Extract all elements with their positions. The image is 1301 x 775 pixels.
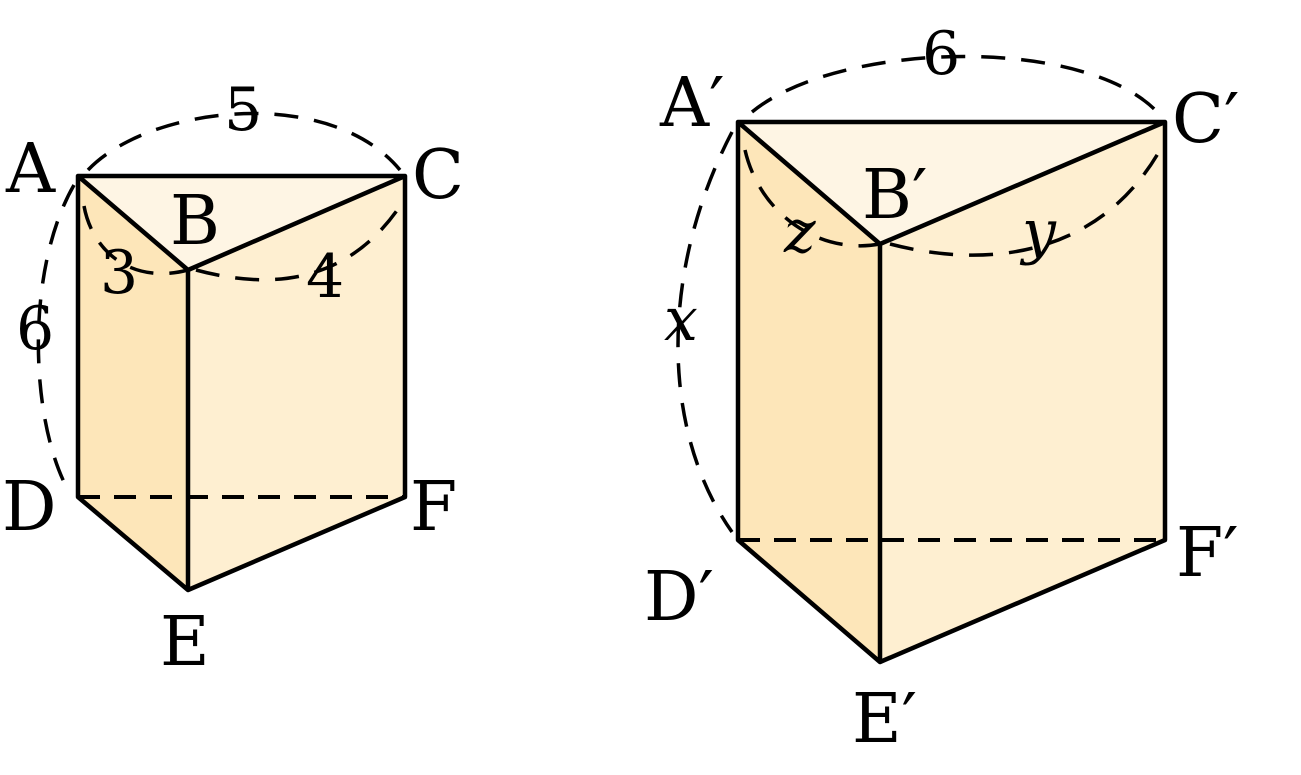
prism-left-arc-ad <box>36 184 76 491</box>
prism-left-vertex-d: D <box>2 468 57 547</box>
prism-left-vertex-a: A <box>5 130 56 209</box>
prism-left-measure-bc: 4 <box>306 242 344 312</box>
prism-right-vertex-e: E′ <box>852 680 917 759</box>
prism-right-arc-ab <box>743 149 881 248</box>
prism-right-arc-bc <box>889 149 1162 257</box>
prism-right-vertex-d: D′ <box>644 558 714 637</box>
prism-right-front-face <box>880 122 1165 662</box>
prism-left-measure-ab: 3 <box>100 238 138 308</box>
prism-right-vertex-c: C′ <box>1172 80 1239 159</box>
prism-right: A′ B′ C′ D′ E′ F′ 6 z y x <box>644 19 1239 759</box>
prism-left-vertex-b: B <box>170 182 220 261</box>
prism-right-vertex-f: F′ <box>1176 514 1239 593</box>
prism-right-measure-bc: y <box>1019 197 1057 267</box>
prism-right-vertex-b: B′ <box>862 156 927 235</box>
prism-left-vertex-f: F <box>410 468 457 547</box>
prism-left-vertex-e: E <box>160 603 210 682</box>
prism-right-vertex-a: A′ <box>659 64 725 143</box>
prism-left-vertex-c: C <box>412 136 464 215</box>
prism-right-visible-edges <box>735 119 1168 665</box>
prism-left-visible-edges <box>75 173 408 593</box>
prism-left-arc-bc <box>195 199 406 282</box>
prism-right-measure-ab: z <box>783 197 816 267</box>
prism-right-arc-ad <box>676 131 734 534</box>
prism-left-arc-ac <box>86 111 402 172</box>
prism-left-measure-ac: 5 <box>224 75 262 145</box>
prism-right-measure-ac: 6 <box>922 19 960 89</box>
prism-left-top-face <box>78 176 405 270</box>
prism-left-arc-ab <box>82 205 189 276</box>
prism-left-measure-ad: 6 <box>16 294 54 364</box>
prism-right-measure-ad: x <box>664 285 698 355</box>
prism-left-left-face <box>78 176 188 590</box>
prism-right-arc-ac <box>750 54 1162 117</box>
prism-left: A B C D E F 5 3 4 6 <box>2 75 464 682</box>
prism-right-left-face <box>738 122 880 662</box>
